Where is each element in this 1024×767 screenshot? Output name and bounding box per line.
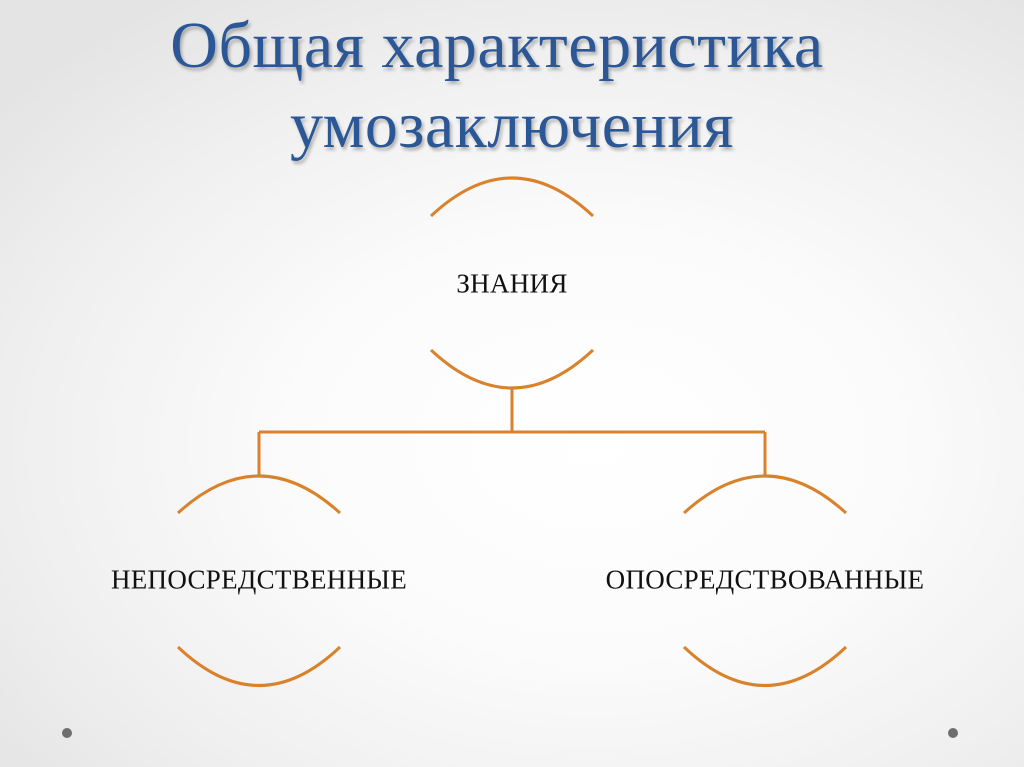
title-line-1: Общая характеристика bbox=[170, 9, 824, 82]
left-child-node-label: НЕПОСРЕДСТВЕННЫЕ bbox=[110, 564, 408, 595]
root-node-label: ЗНАНИЯ bbox=[456, 268, 568, 299]
title-line-2: умозаключения bbox=[289, 89, 735, 162]
right-node-top-arc bbox=[682, 474, 848, 515]
right-corner-dot bbox=[948, 728, 958, 738]
slide-title: Общая характеристика умозаключения bbox=[0, 6, 1024, 166]
root-node-top-arc bbox=[429, 176, 595, 218]
left-node-bottom-arc bbox=[176, 645, 342, 687]
root-node-bottom-arc bbox=[429, 348, 595, 390]
right-child-node-label: ОПОСРЕДСТВОВАННЫЕ bbox=[605, 564, 925, 595]
right-node-bottom-arc bbox=[682, 645, 848, 687]
left-node-top-arc bbox=[176, 474, 342, 515]
left-corner-dot bbox=[62, 728, 72, 738]
